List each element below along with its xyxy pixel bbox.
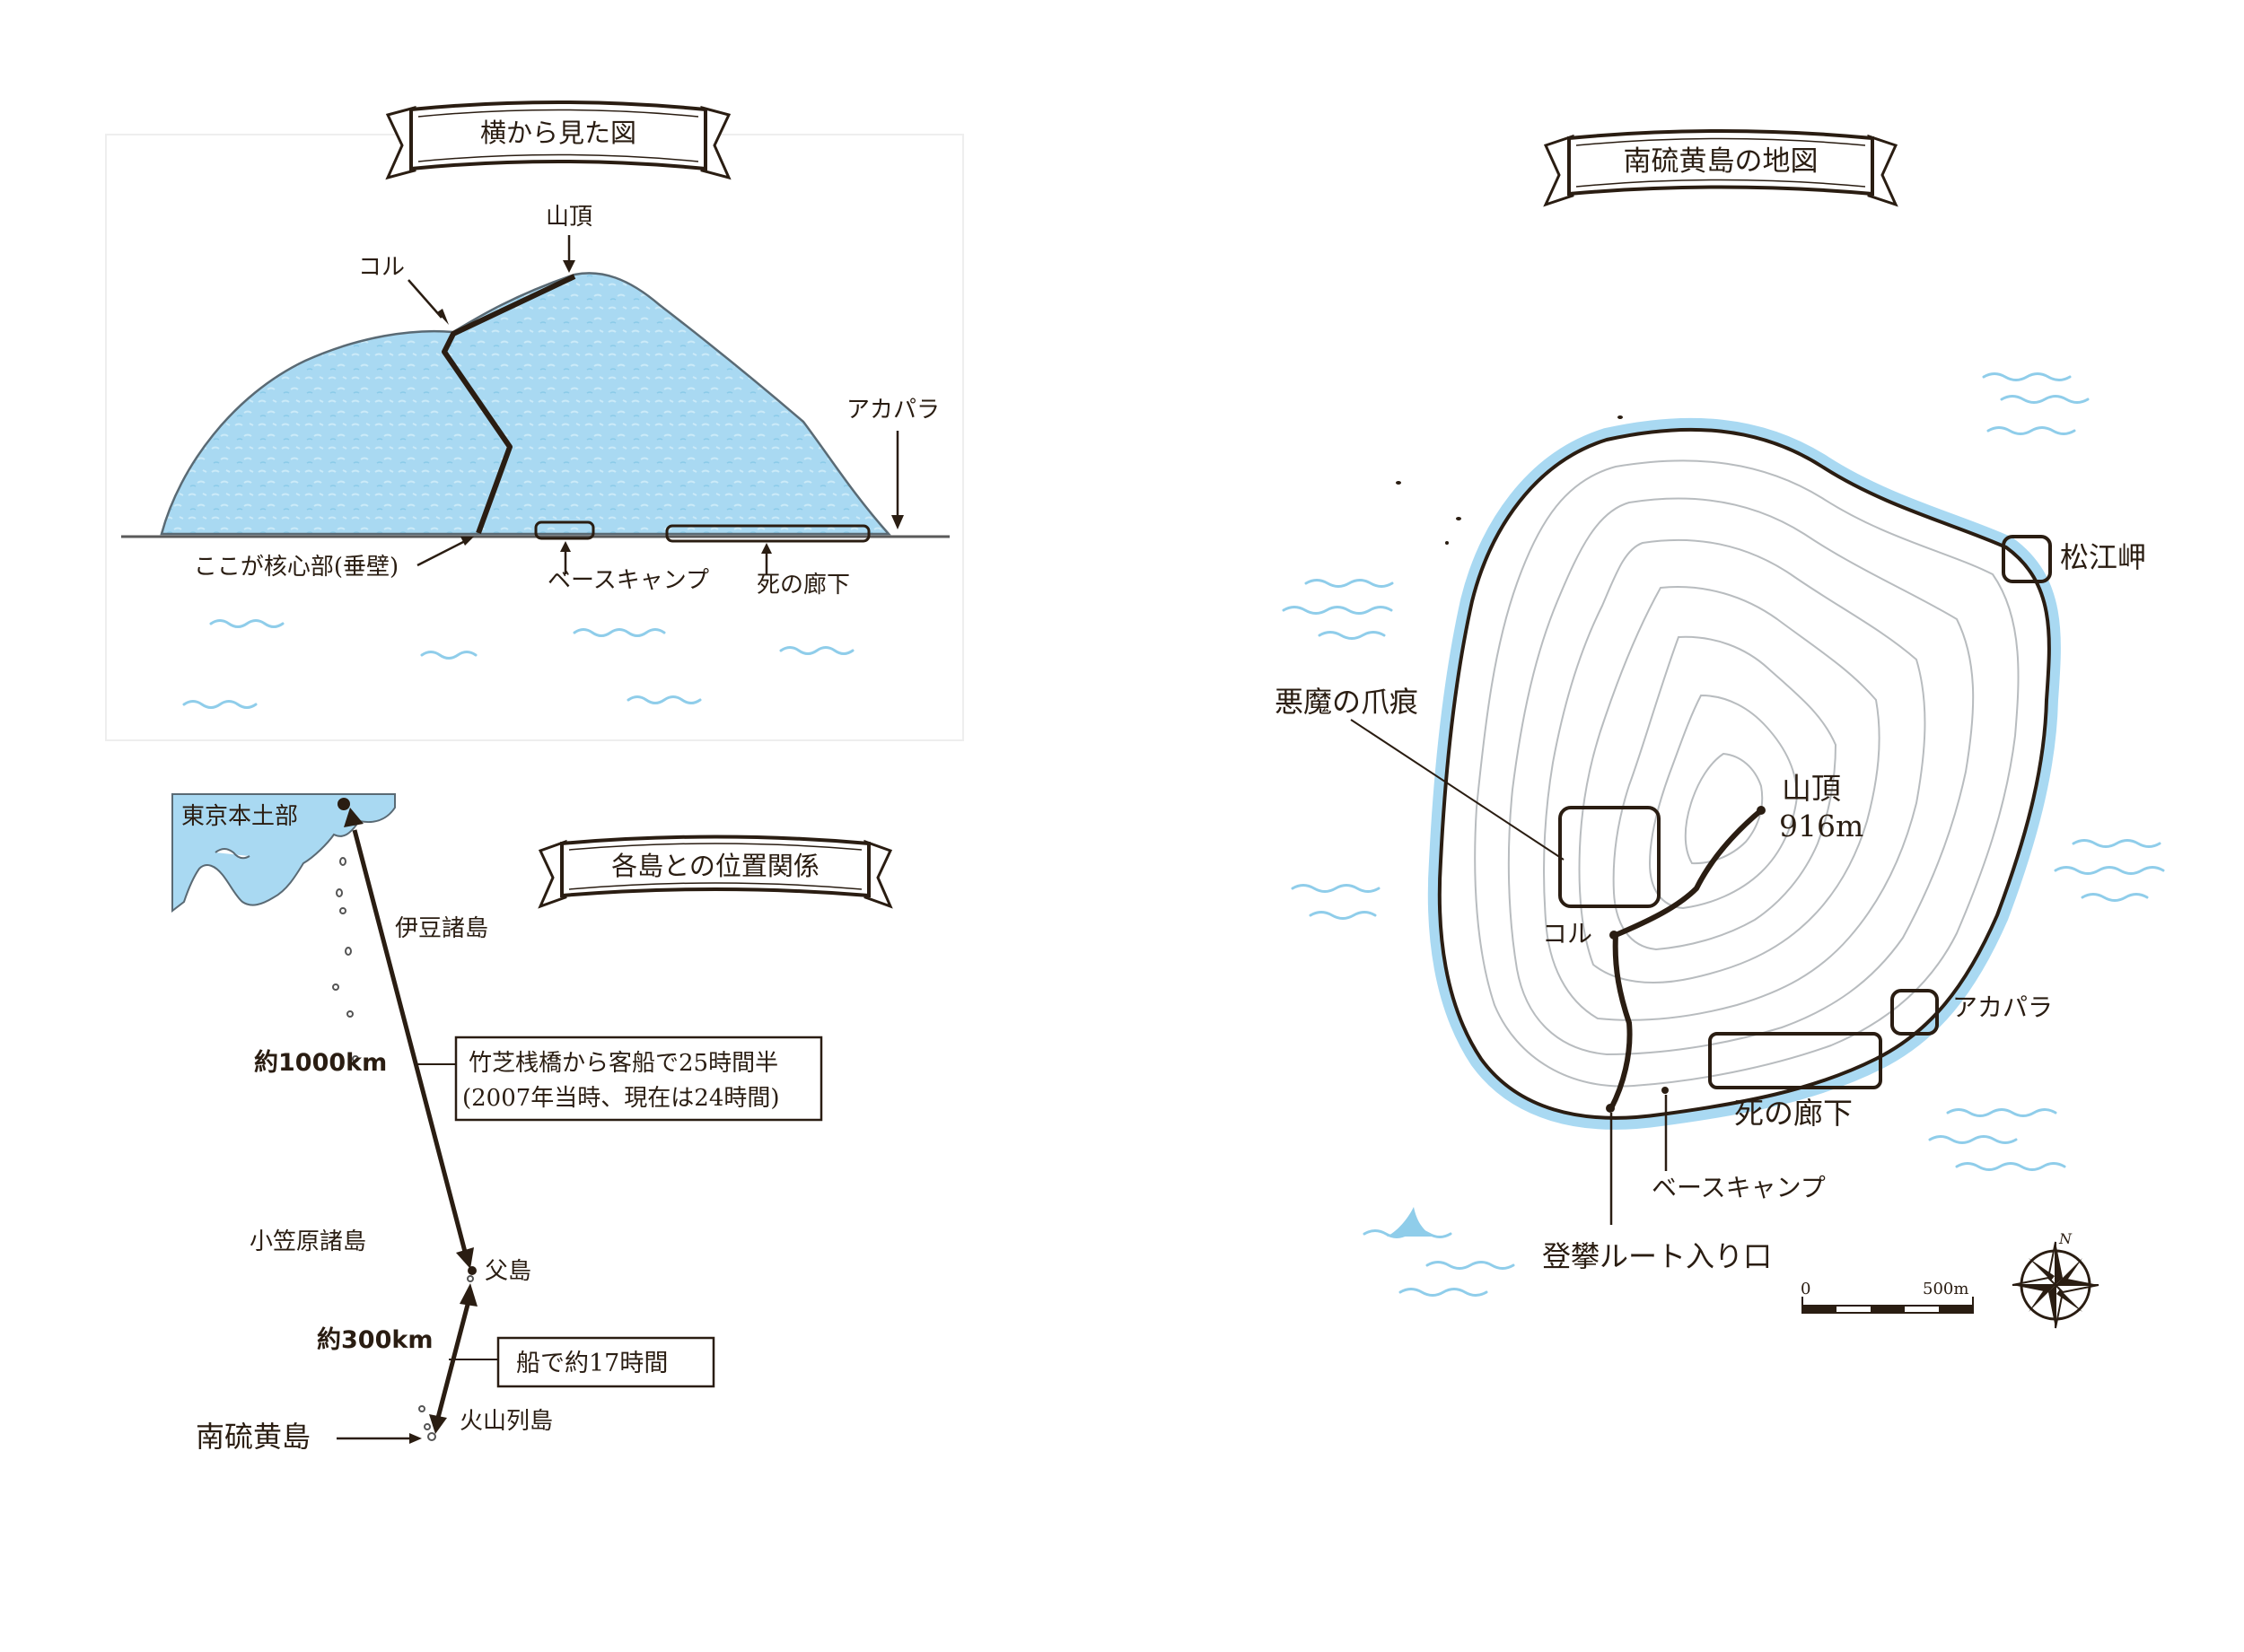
route-arrow-1000km-head-bottom (456, 1247, 474, 1269)
tokyo-point (337, 798, 350, 810)
minami-iwo-pointer-head (409, 1433, 422, 1444)
distance-300km-label: 約300km (317, 1325, 433, 1354)
side-crux-label: ここが核心部(垂壁) (194, 554, 399, 581)
island-col-label: コル (1542, 919, 1592, 948)
side-view-panel: 横から見た図 山頂 コル アカパラ ここが核心部(垂壁) ベースキャンプ 死の廊… (105, 101, 964, 741)
tokyo-label: 東京本土部 (181, 803, 298, 830)
matsue-box (2002, 535, 2052, 583)
island-summit-label: 山頂 (1782, 771, 1841, 806)
route-arrow-300km-head-bottom (429, 1414, 447, 1434)
side-summit-arrowhead (563, 260, 575, 273)
island-title-banner: 南硫黄島の地図 (1543, 129, 1898, 207)
note1-line1: 竹芝桟橋から客船で25時間半 (469, 1050, 778, 1077)
minami-iwo-point (427, 1432, 436, 1441)
ogasawara-label: 小笠原諸島 (250, 1228, 366, 1255)
kazan-label: 火山列島 (460, 1408, 553, 1435)
side-col-arrowhead (437, 309, 449, 325)
compass-rose-icon: N (2012, 1230, 2099, 1329)
chichijima-label: 父島 (485, 1258, 531, 1285)
route-entrance-point (1606, 1104, 1615, 1113)
compass-north-label: N (2058, 1230, 2073, 1247)
scale-bar: 0 500m (1801, 1280, 1974, 1314)
distance-1000km-label: 約1000km (254, 1048, 387, 1077)
scale-start-label: 0 (1801, 1280, 1810, 1298)
island-map-panel: 南硫黄島の地図 松江岬 悪魔の爪痕 (1275, 129, 2165, 1329)
side-akapara-arrowhead (891, 515, 904, 529)
note1-box (454, 1036, 823, 1122)
matsue-label: 松江岬 (2060, 540, 2146, 574)
side-summit-label: 山頂 (546, 204, 592, 231)
relation-title: 各島との位置関係 (611, 851, 820, 881)
island-elevation-label: 916m (1779, 809, 1863, 843)
island-akapara-label: アカパラ (1952, 992, 2053, 1022)
tokyo-mainland-shape (171, 793, 396, 913)
izu-islands-dots (332, 857, 359, 1062)
chichijima-point (468, 1266, 477, 1275)
mountain-silhouette (160, 272, 891, 536)
note2-text: 船で約17時間 (516, 1350, 668, 1377)
island-death-corridor-label: 死の廊下 (1734, 1096, 1853, 1131)
side-climbing-route (442, 274, 576, 535)
side-col-label: コル (358, 254, 405, 281)
island-contours (1474, 459, 2020, 1088)
note1-line2: (2007年当時、現在は24時間) (462, 1085, 780, 1112)
relation-map-panel: 東京本土部 各島との位置関係 (171, 793, 893, 1454)
island-summit-point (1757, 806, 1766, 815)
scale-end-label: 500m (1923, 1280, 1968, 1298)
side-crux-arrowhead (460, 537, 474, 546)
island-sea-waves (1282, 372, 2165, 1297)
route-arrow-1000km (352, 829, 468, 1253)
devil-claw-label: 悪魔の爪痕 (1275, 685, 1418, 719)
side-akapara-label: アカパラ (846, 397, 940, 424)
tokyo-bay (215, 848, 250, 860)
minami-iwo-label: 南硫黄島 (196, 1420, 311, 1454)
side-death-corridor-marker (665, 524, 871, 543)
island-title: 南硫黄島の地図 (1624, 145, 1819, 178)
side-basecamp-arrowhead (560, 541, 571, 552)
side-basecamp-label: ベースキャンプ (548, 567, 709, 594)
volcano-islands-dots (418, 1275, 474, 1430)
side-basecamp-marker (534, 520, 595, 540)
route-entrance-label: 登攀ルート入り口 (1542, 1239, 1772, 1273)
side-col-arrow (408, 279, 443, 319)
basecamp-point (1661, 1087, 1669, 1094)
akapara-box (1890, 989, 1939, 1036)
side-view-title-banner: 横から見た図 (385, 101, 732, 180)
side-sea-waves (182, 619, 855, 709)
side-death-corridor-arrowhead (761, 543, 772, 554)
note2-box (496, 1336, 715, 1388)
route-arrow-1000km-head-top (344, 808, 364, 827)
relation-title-banner: 各島との位置関係 (538, 835, 893, 909)
izu-label: 伊豆諸島 (395, 915, 488, 942)
side-death-corridor-label: 死の廊下 (757, 572, 850, 599)
side-view-title: 横から見た図 (480, 118, 636, 148)
route-arrow-300km-head-top (460, 1283, 478, 1307)
death-corridor-box (1708, 1032, 1882, 1089)
side-crux-arrow (416, 538, 468, 567)
island-col-point (1609, 931, 1618, 940)
devil-claw-pointer (1350, 719, 1565, 861)
offshore-rocks (1396, 415, 1623, 545)
island-basecamp-label: ベースキャンプ (1652, 1173, 1826, 1202)
shark-fin-icon (1387, 1207, 1434, 1237)
